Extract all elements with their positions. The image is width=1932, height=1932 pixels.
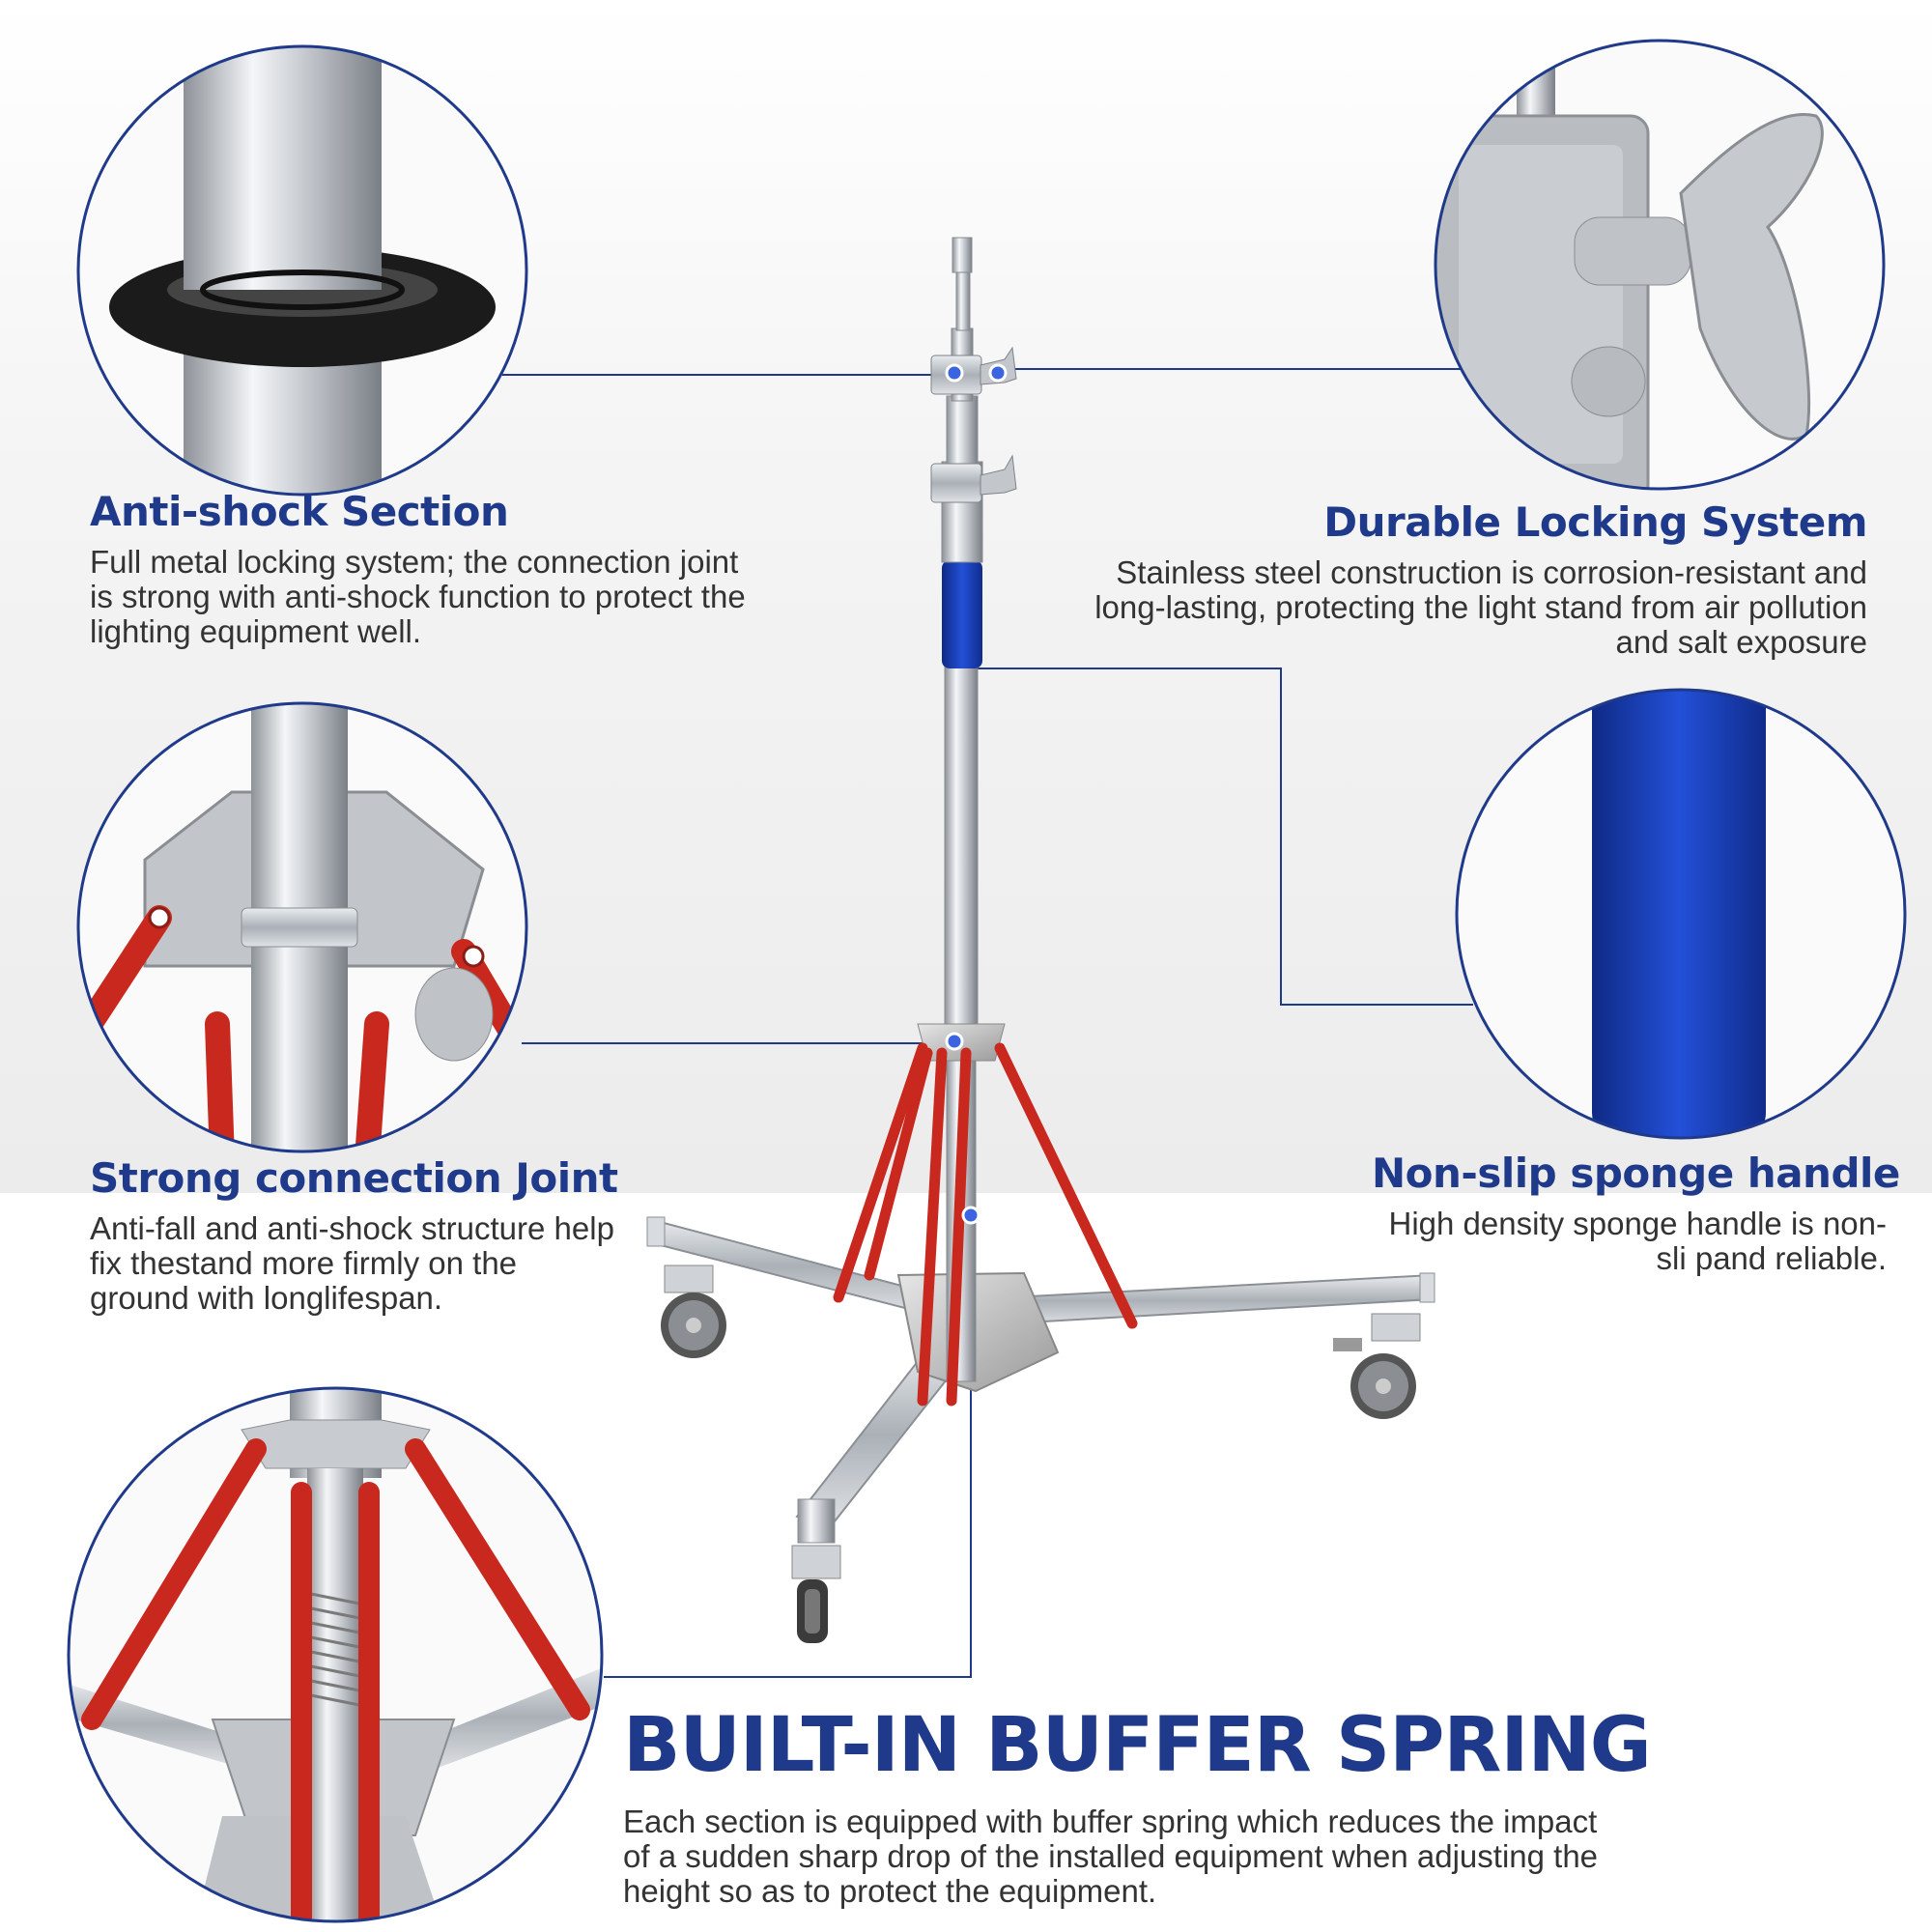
sponge-handle-icon	[1455, 688, 1907, 1140]
feature-desc: High density sponge handle is non-sli pa…	[1388, 1206, 1887, 1276]
feature-spring: BUILT-IN BUFFER SPRING Each section is e…	[623, 1702, 1652, 1909]
feature-desc: Anti-fall and anti-shock structure help …	[90, 1210, 614, 1316]
caster-wheel	[661, 1264, 726, 1358]
caster-wheel	[791, 1545, 841, 1643]
leg-joint-icon	[76, 701, 528, 1153]
feature-title: Anti-shock Section	[90, 488, 509, 535]
light-stand	[646, 237, 1435, 1643]
feature-title: Strong connection Joint	[90, 1154, 618, 1202]
feature-sponge: Non-slip sponge handle High density spon…	[1372, 1150, 1900, 1276]
caster-wheel	[1333, 1313, 1421, 1419]
feature-desc: Full metal locking system; the connectio…	[90, 544, 746, 649]
buffer-spring-icon	[67, 1386, 604, 1923]
feature-desc: Each section is equipped with buffer spr…	[623, 1804, 1599, 1909]
rubber-ring-icon	[76, 44, 528, 497]
feature-locking: Durable Locking System Stainless steel c…	[1092, 498, 1867, 660]
feature-joint: Strong connection Joint Anti-fall and an…	[90, 1154, 618, 1316]
feature-anti-shock: Anti-shock Section Full metal locking sy…	[90, 488, 766, 649]
wing-knob-icon	[1434, 39, 1886, 491]
feature-title: Durable Locking System	[1323, 498, 1867, 546]
feature-title: BUILT-IN BUFFER SPRING	[623, 1702, 1652, 1789]
feature-title: Non-slip sponge handle	[1372, 1150, 1900, 1197]
feature-desc: Stainless steel construction is corrosio…	[1094, 554, 1867, 660]
